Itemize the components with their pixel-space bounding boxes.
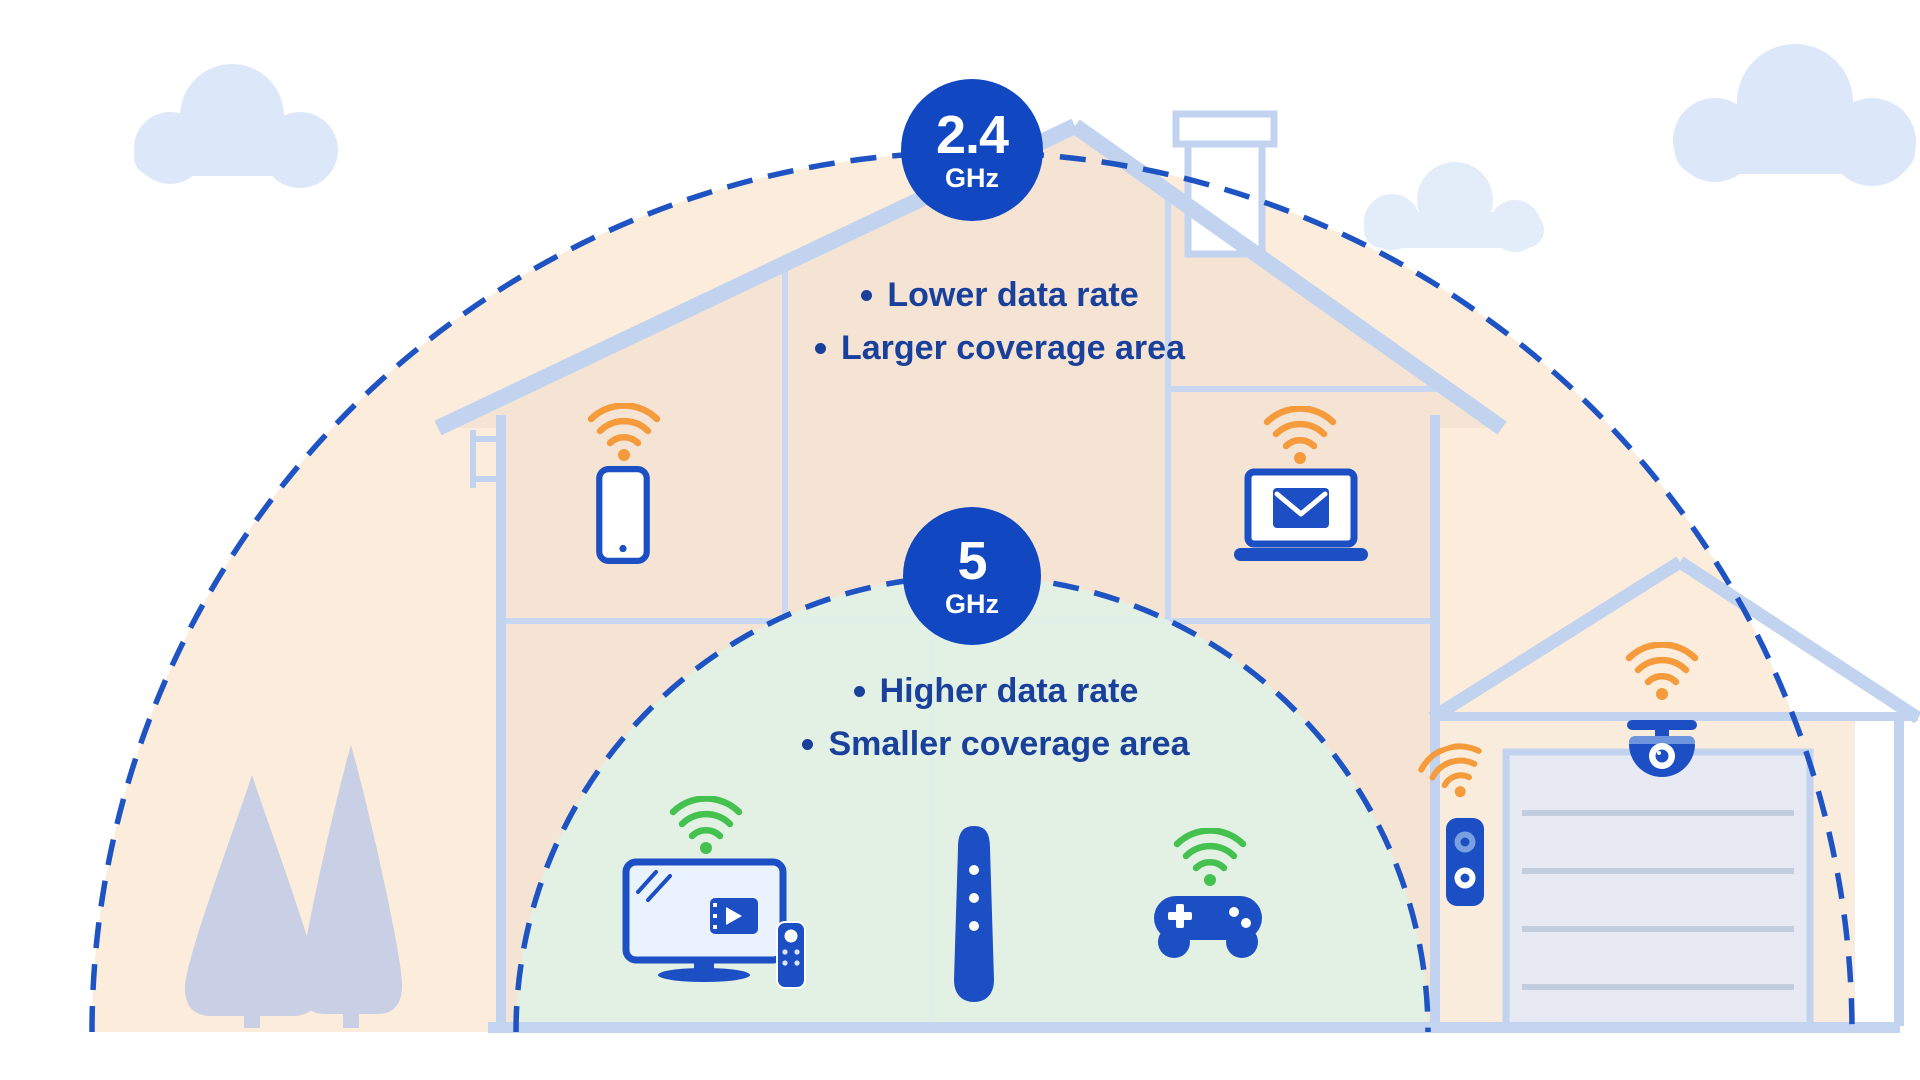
cloud-top-left-icon: [134, 64, 338, 188]
bullet-item: Lower data rate: [861, 276, 1139, 315]
wifi-signal-icon: [1172, 827, 1248, 888]
band-5ghz-frequency: 5: [957, 531, 987, 591]
wifi-signal-icon: [1624, 641, 1700, 702]
wifi-signal-icon: [1412, 736, 1496, 810]
bullet-dot-icon: [815, 343, 826, 354]
zone-24-boundary: [89, 149, 1855, 1033]
band-24ghz-badge: 2.4 GHz: [901, 79, 1043, 221]
band-24ghz-frequency: 2.4: [935, 105, 1009, 165]
video-doorbell-icon: [1443, 816, 1487, 908]
bullet-item: Higher data rate: [853, 672, 1139, 711]
cloud-top-right-icon: [1673, 44, 1916, 186]
tv-remote-icon: [774, 920, 808, 990]
bullet-label: Lower data rate: [887, 276, 1139, 314]
band-24ghz-unit: GHz: [945, 163, 999, 193]
band-5ghz-unit: GHz: [945, 589, 999, 619]
smartphone-icon: [595, 466, 651, 564]
bullet-item: Larger coverage area: [815, 329, 1185, 368]
bullet-dot-icon: [861, 290, 873, 301]
bullet-label: Higher data rate: [879, 672, 1139, 710]
game-controller-icon: [1148, 886, 1268, 962]
bullet-dot-icon: [853, 686, 865, 697]
bullet-label: Smaller coverage area: [828, 725, 1190, 763]
security-camera-icon: [1617, 718, 1707, 788]
laptop-email-icon: [1226, 468, 1376, 568]
bullet-dot-icon: [802, 739, 814, 750]
band-5ghz-bullets: Higher data rate Smaller coverage area: [556, 672, 1436, 764]
ground-line: [488, 1022, 1900, 1033]
wifi-signal-icon: [586, 402, 662, 463]
bullet-label: Larger coverage area: [841, 329, 1185, 367]
trees: [185, 745, 402, 1028]
wifi-router-icon: [946, 822, 1002, 1006]
smart-tv-icon: [622, 858, 787, 988]
band-5ghz-badge: 5 GHz: [903, 507, 1041, 645]
wifi-signal-icon: [1262, 405, 1338, 466]
garage: [1428, 556, 1920, 1030]
wifi-signal-icon: [668, 795, 744, 856]
bullet-item: Smaller coverage area: [802, 725, 1190, 764]
band-24ghz-bullets: Lower data rate Larger coverage area: [560, 276, 1440, 368]
cloud-mid-right-icon: [1364, 162, 1544, 252]
